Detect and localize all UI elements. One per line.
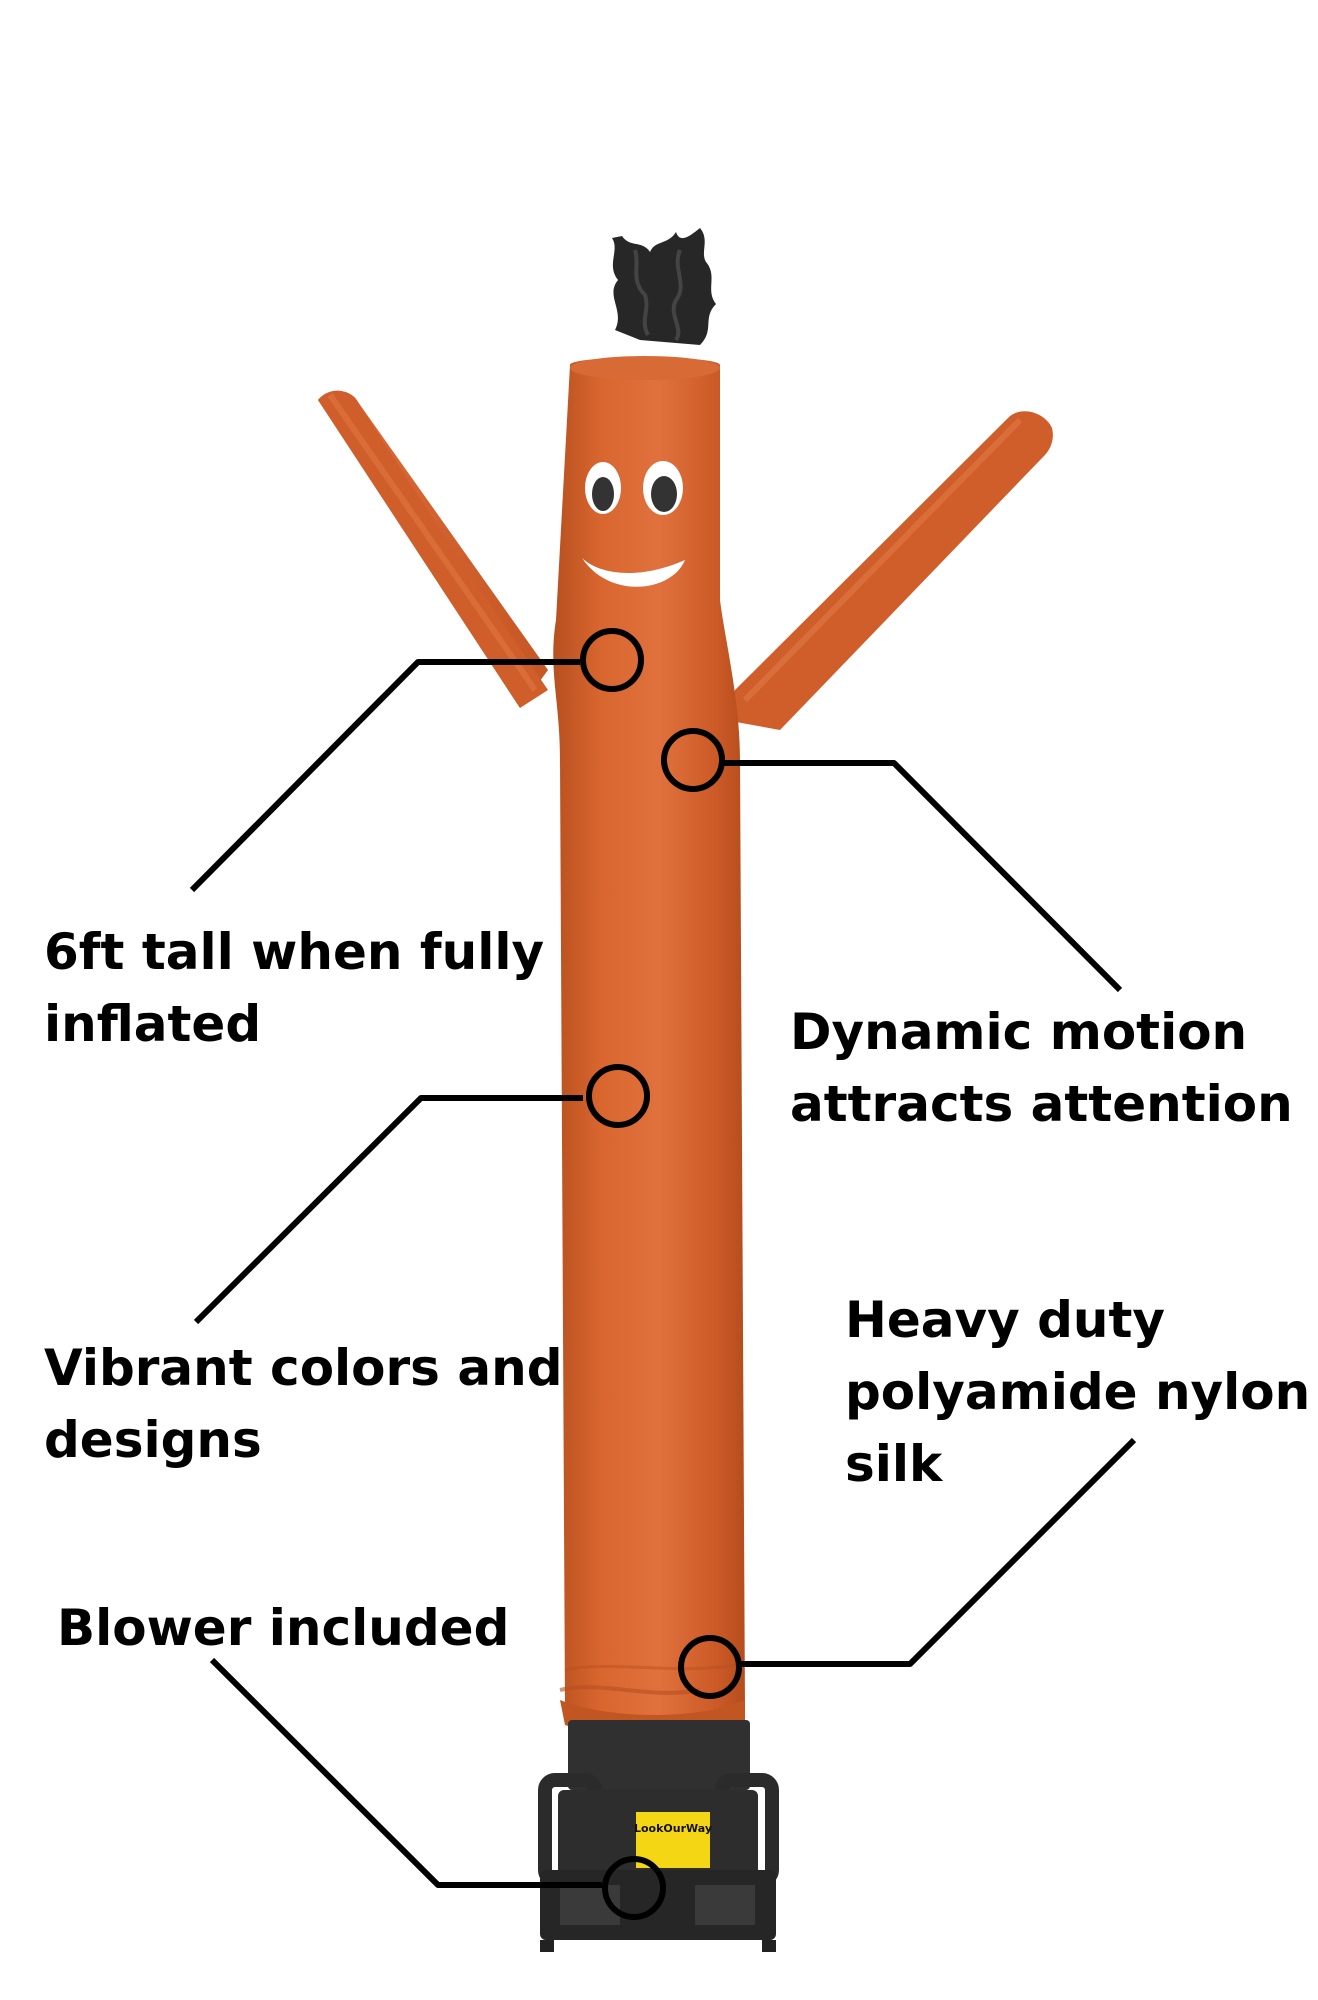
callout-motion-label: Dynamic motion attracts attention <box>790 996 1293 1140</box>
callout-line-nylon <box>740 1437 1137 1667</box>
callout-nylon-label: Heavy duty polyamide nylon silk <box>845 1284 1310 1500</box>
tube-body-icon <box>553 356 745 1737</box>
callout-line-colors <box>193 1095 583 1325</box>
callout-motion-line2: attracts attention <box>790 1075 1293 1133</box>
callout-colors-line2: designs <box>44 1411 262 1469</box>
callout-blower-label: Blower included <box>57 1592 509 1664</box>
face-icon <box>582 461 685 587</box>
callout-blower-line1: Blower included <box>57 1599 510 1657</box>
callout-height-line2: inflated <box>44 995 262 1053</box>
callout-marker-motion <box>661 728 725 792</box>
top-flag-icon <box>612 228 716 345</box>
callout-nylon-line2: polyamide nylon <box>845 1363 1311 1421</box>
blower-icon: LookOurWay <box>538 1720 779 1952</box>
callout-line-motion <box>723 760 1123 993</box>
left-arm-icon <box>318 390 548 708</box>
callout-line-height <box>189 659 580 893</box>
callout-marker-height <box>580 628 644 692</box>
callout-nylon-line1: Heavy duty <box>845 1291 1165 1349</box>
blower-brand-label: LookOurWay <box>634 1822 712 1835</box>
callout-marker-colors <box>586 1064 650 1128</box>
right-arm-icon <box>725 411 1053 730</box>
callout-marker-blower <box>602 1856 666 1920</box>
callout-colors-line1: Vibrant colors and <box>44 1339 563 1397</box>
callout-motion-line1: Dynamic motion <box>790 1003 1248 1061</box>
callout-line-blower <box>209 1657 602 1888</box>
callout-height-label: 6ft tall when fully inflated <box>44 916 544 1060</box>
callout-height-line1: 6ft tall when fully <box>44 923 545 981</box>
callout-nylon-line3: silk <box>845 1435 943 1493</box>
callout-lines <box>189 628 1137 1920</box>
callout-colors-label: Vibrant colors and designs <box>44 1332 562 1476</box>
callout-marker-nylon <box>678 1635 742 1699</box>
